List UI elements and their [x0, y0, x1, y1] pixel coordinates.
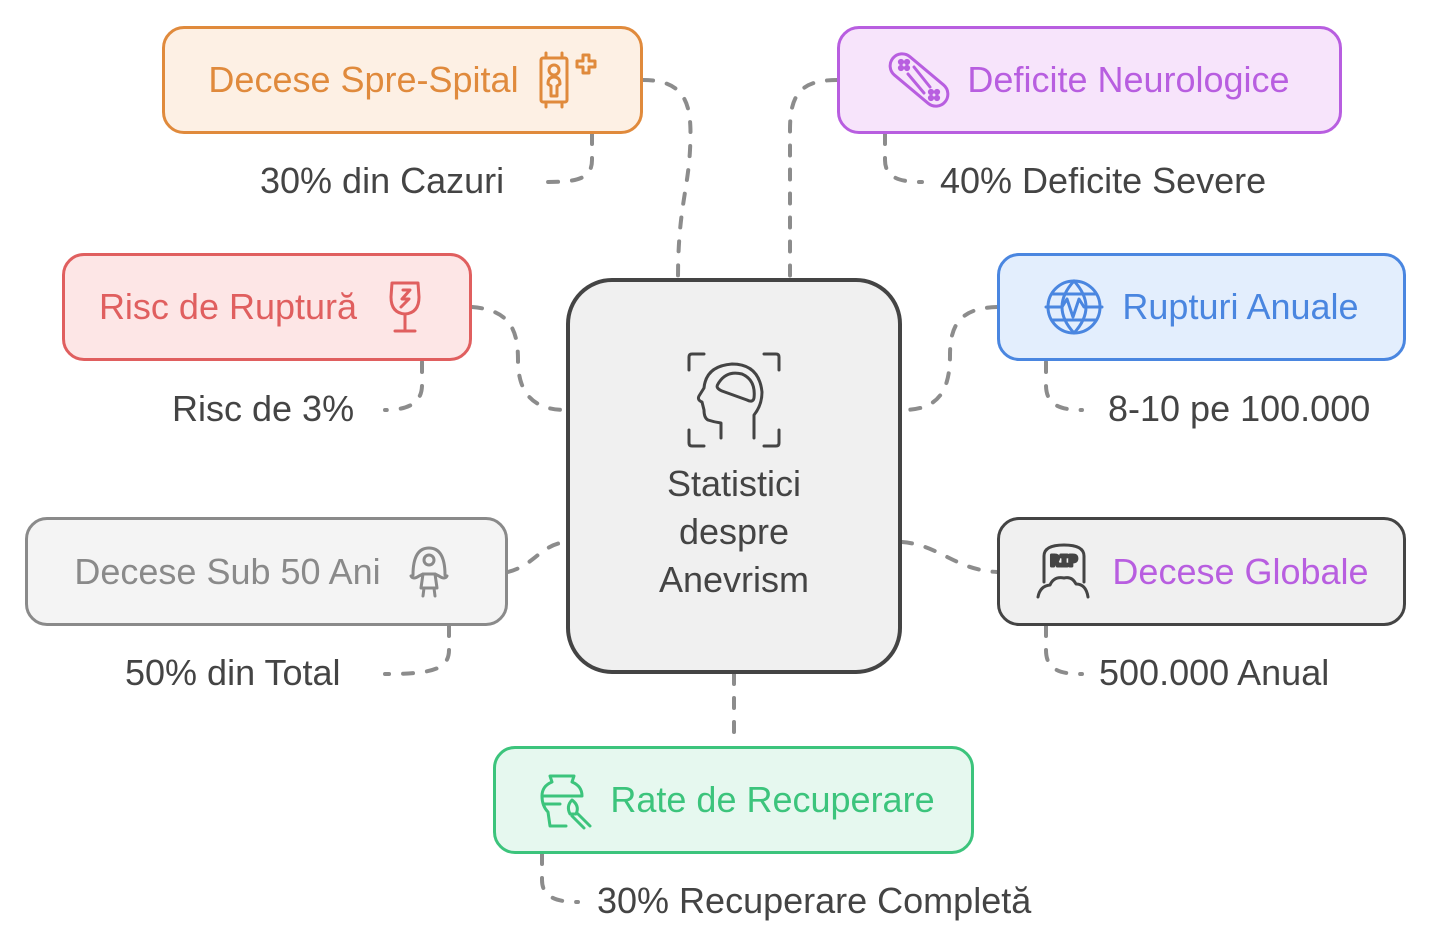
node-label: Decese Sub 50 Ani: [74, 550, 381, 592]
node-global-deaths: RIP Decese Globale: [997, 517, 1406, 626]
vase-brush-icon: [532, 770, 592, 830]
node-neurological-deficits: Deficite Neurologice: [837, 26, 1342, 134]
head-brain-scan-icon: [684, 350, 784, 450]
node-label: Deficite Neurologice: [967, 59, 1290, 100]
elevator-medical-icon: [537, 50, 597, 110]
node-label: Risc de Ruptură: [98, 286, 358, 327]
detail-deaths-under-50: 50% din Total: [125, 652, 341, 693]
node-label: Decese Globale: [1112, 550, 1369, 592]
node-annual-ruptures: Rupturi Anuale: [997, 253, 1406, 361]
node-recovery-rates: Rate de Recuperare: [493, 746, 974, 854]
node-rupture-risk: Risc de Ruptură: [62, 253, 472, 361]
node-label: Decese Spre-Spital: [208, 59, 519, 100]
center-title: Statistici despre Anevrism: [658, 463, 810, 600]
detail-pre-hospital-deaths: 30% din Cazuri: [260, 160, 505, 201]
svg-text:RIP: RIP: [1051, 552, 1078, 570]
node-pre-hospital-deaths: Decese Spre-Spital: [162, 26, 643, 134]
detail-annual-ruptures: 8-10 pe 100.000: [1108, 388, 1371, 429]
rip-tombstone-icon: RIP: [1034, 542, 1094, 602]
broken-glass-icon: [375, 277, 435, 337]
node-label: Rupturi Anuale: [1122, 286, 1359, 327]
node-deaths-under-50: Decese Sub 50 Ani: [25, 517, 508, 626]
detail-rupture-risk: Risc de 3%: [172, 388, 355, 429]
node-label: Rate de Recuperare: [610, 779, 935, 820]
detail-recovery-rates: 30% Recuperare Completă: [597, 880, 1032, 921]
center-node: Statistici despre Anevrism: [566, 278, 902, 674]
jump-rope-child-icon: [399, 542, 459, 602]
detail-global-deaths: 500.000 Anual: [1099, 652, 1330, 693]
globe-pulse-icon: [1044, 277, 1104, 337]
bandage-icon: [889, 50, 950, 110]
detail-neurological-deficits: 40% Deficite Severe: [940, 160, 1267, 201]
